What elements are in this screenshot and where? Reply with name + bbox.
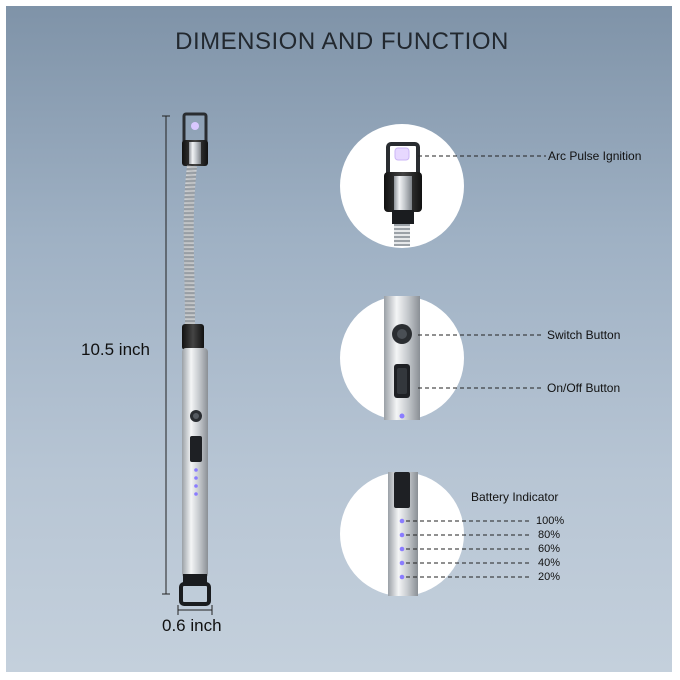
arc-pulse-ignition-label: Arc Pulse Ignition bbox=[548, 149, 642, 163]
battery-indicator-label: Battery Indicator bbox=[471, 490, 559, 504]
battery-level-20: 20% bbox=[538, 571, 561, 583]
battery-level-60: 60% bbox=[538, 543, 561, 555]
product-infographic: DIMENSION AND FUNCTION bbox=[6, 6, 672, 672]
width-label: 0.6 inch bbox=[162, 616, 222, 635]
detail-circle-switch bbox=[340, 296, 464, 420]
illustration-canvas bbox=[162, 112, 546, 615]
page-title: DIMENSION AND FUNCTION bbox=[175, 28, 509, 55]
switch-button-label: Switch Button bbox=[547, 328, 621, 342]
battery-leader-lines bbox=[406, 520, 532, 578]
battery-level-80: 80% bbox=[538, 529, 561, 541]
battery-level-40: 40% bbox=[538, 557, 561, 569]
length-dimension-line bbox=[162, 115, 170, 595]
length-label: 10.5 inch bbox=[81, 340, 150, 359]
lighter-full-view bbox=[179, 112, 211, 606]
width-dimension-line bbox=[177, 605, 213, 615]
detail-circle-battery bbox=[340, 472, 464, 596]
battery-level-100: 100% bbox=[536, 515, 565, 527]
detail-circle-tip bbox=[340, 124, 464, 248]
on-off-button-label: On/Off Button bbox=[547, 381, 621, 395]
